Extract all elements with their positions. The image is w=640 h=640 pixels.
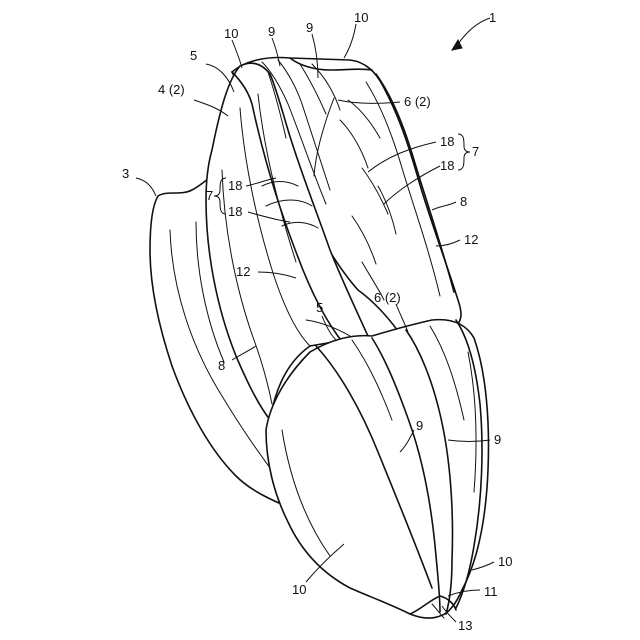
label-9-right: 9 [494,432,501,447]
label-1: 1 [489,10,496,25]
label-10-top-right: 10 [354,10,368,25]
seat-cushion-cover [266,320,488,619]
brace-right [458,134,470,170]
label-7-left: 7 [206,188,213,203]
label-18-right-lower: 18 [440,158,454,173]
label-10-right: 10 [498,554,512,569]
label-18-left-upper: 18 [228,178,242,193]
label-6-2-middle: 6 (2) [374,290,401,305]
label-8-right: 8 [460,194,467,209]
label-7-right: 7 [472,144,479,159]
label-18-left-lower: 18 [228,204,242,219]
label-11: 11 [484,584,498,599]
label-9-center: 9 [416,418,423,433]
label-10-bottom-left: 10 [292,582,306,597]
label-4-2: 4 (2) [158,82,185,97]
label-13: 13 [458,618,472,633]
label-12-left: 12 [236,264,250,279]
label-5-top: 5 [190,48,197,63]
label-12-right: 12 [464,232,478,247]
label-9-top-right: 9 [306,20,313,35]
cushion-shell [266,320,488,619]
label-18-right-upper: 18 [440,134,454,149]
label-10-top-left: 10 [224,26,238,41]
label-8-left: 8 [218,358,225,373]
label-3: 3 [122,166,129,181]
label-9-top-left: 9 [268,24,275,39]
label-6-2-top: 6 (2) [404,94,431,109]
label-5-middle: 5 [316,300,323,315]
